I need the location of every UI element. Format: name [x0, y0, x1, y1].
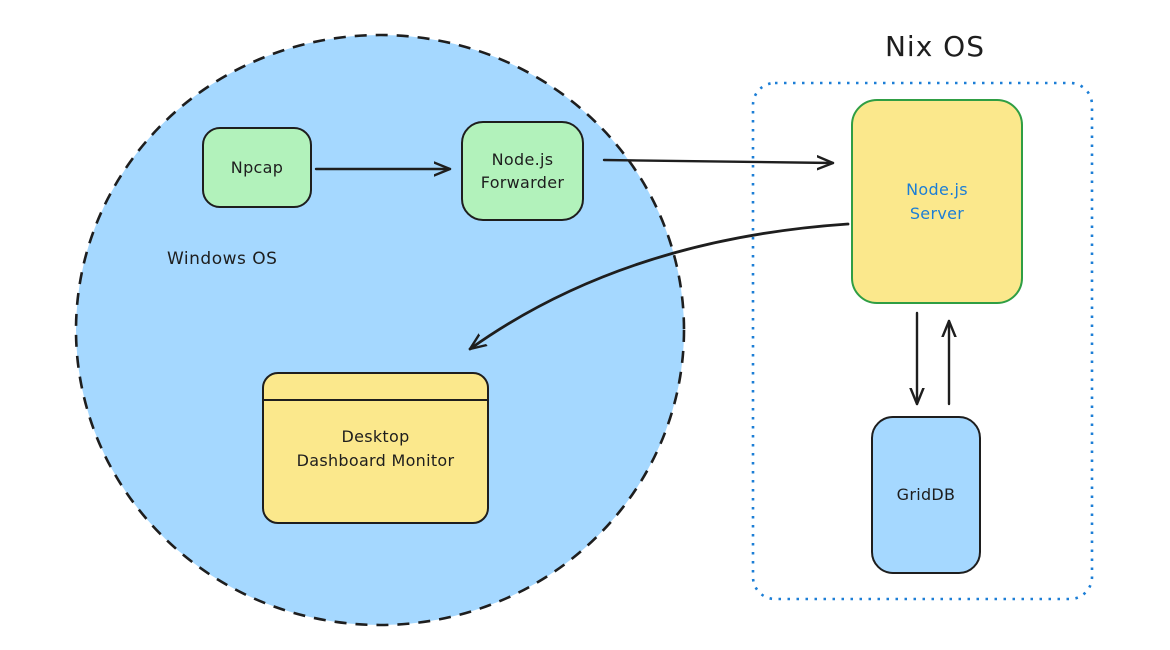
node-nodejs-server-label: Node.js Server — [906, 180, 968, 223]
node-nodejs-server: Node.js Server — [851, 99, 1023, 304]
node-griddb-label: GridDB — [896, 485, 956, 505]
windows-os-boundary — [74, 33, 686, 627]
windows-os-label: Windows OS — [167, 249, 278, 269]
node-desktop-dashboard-monitor-label: Desktop Dashboard Monitor — [296, 427, 455, 470]
node-npcap: Npcap — [202, 127, 312, 208]
edge-forwarder-to-server — [602, 160, 835, 163]
edge-server-to-desktop — [468, 222, 850, 351]
desktop-window-titlebar — [264, 374, 487, 401]
node-desktop-dashboard-monitor: Desktop Dashboard Monitor — [262, 372, 489, 524]
nix-os-container — [751, 81, 1094, 601]
node-nodejs-forwarder: Node.js Forwarder — [461, 121, 584, 221]
node-nodejs-forwarder-label: Node.js Forwarder — [480, 149, 565, 192]
node-griddb: GridDB — [871, 416, 981, 574]
node-npcap-label: Npcap — [230, 157, 284, 177]
nix-os-label: Nix OS — [884, 30, 985, 63]
